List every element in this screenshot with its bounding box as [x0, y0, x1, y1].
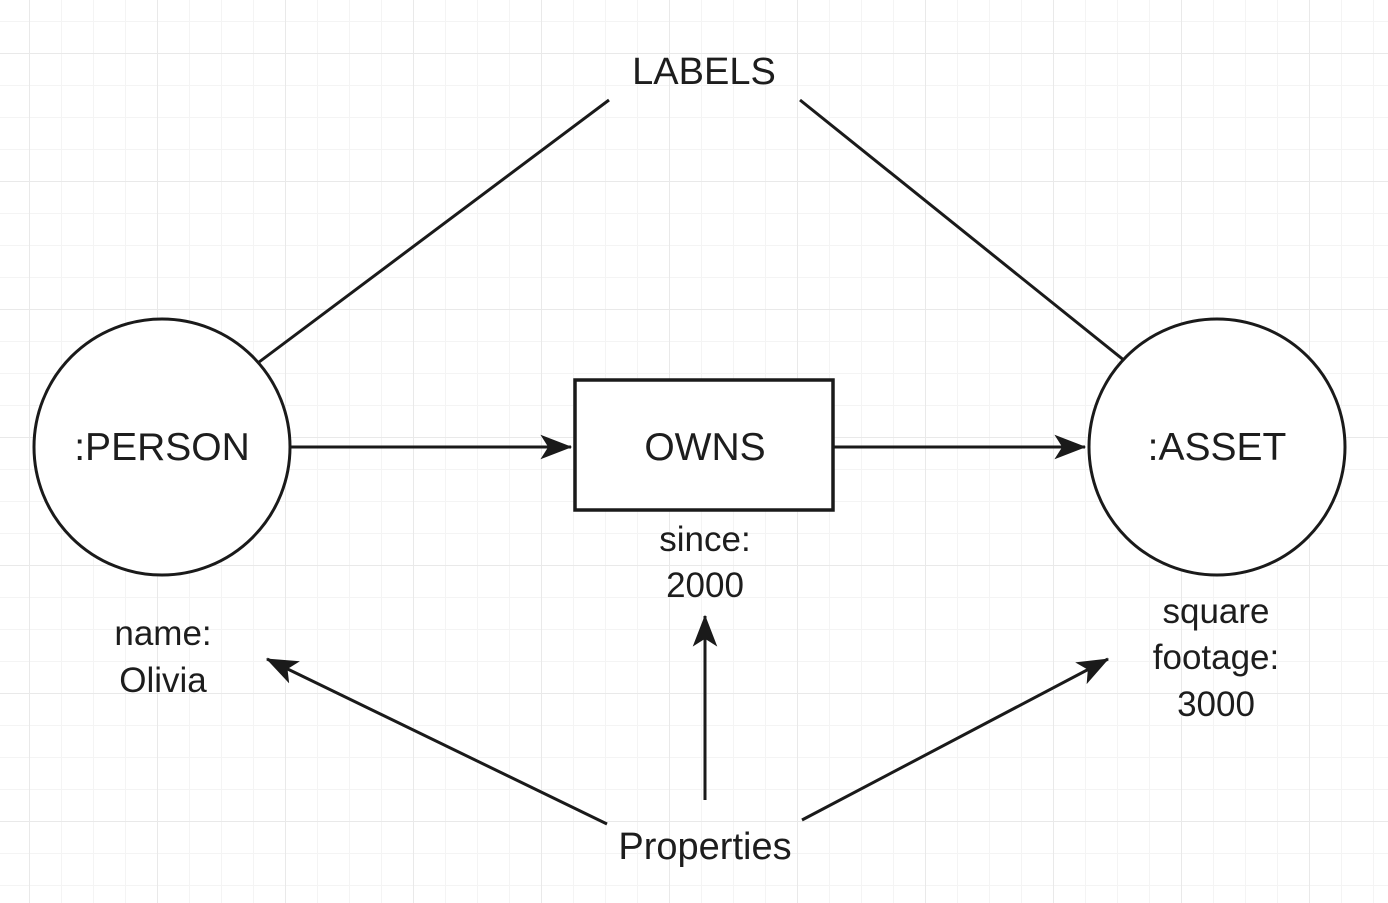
property-owns-value: 2000: [666, 566, 744, 606]
property-asset-key-line2: footage:: [1152, 638, 1280, 678]
edge-properties-to-person-property: [265, 657, 608, 826]
property-asset: square footage: 3000: [1096, 591, 1336, 725]
edge-labels-to-asset: [799, 98, 1177, 404]
properties-annotation-title: Properties: [618, 826, 792, 868]
node-asset-circle[interactable]: [1087, 317, 1347, 577]
node-person-circle[interactable]: [32, 317, 292, 577]
node-asset-label: :ASSET: [1147, 426, 1287, 469]
edge-labels-to-person: [202, 98, 610, 406]
property-asset-key-line1: square: [1162, 592, 1270, 631]
property-person-key: name:: [114, 614, 212, 653]
property-owns: since: 2000: [585, 519, 825, 607]
labels-annotation-title: LABELS: [632, 51, 776, 93]
property-owns-key: since:: [659, 520, 751, 559]
property-asset-value: 3000: [1177, 684, 1255, 724]
relationship-owns-rect[interactable]: [573, 378, 835, 512]
relationship-owns-label: OWNS: [644, 426, 766, 469]
property-person-value: Olivia: [119, 661, 207, 701]
property-person: name: Olivia: [43, 613, 283, 702]
edge-properties-to-asset-property: [801, 657, 1110, 822]
node-person-label: :PERSON: [74, 426, 250, 469]
